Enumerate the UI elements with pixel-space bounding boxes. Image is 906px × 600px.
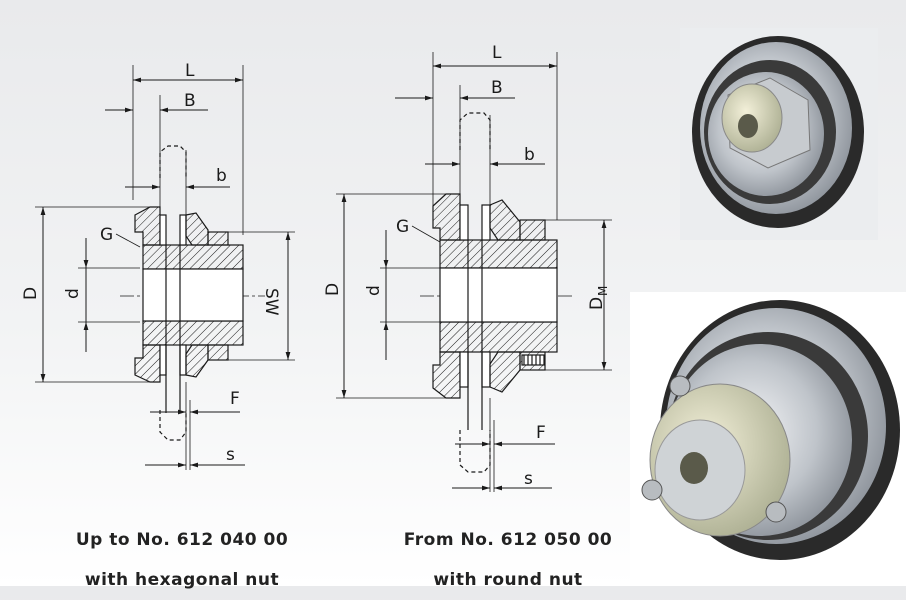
label-b-left: b: [216, 166, 227, 186]
left-coupling-drawing: [35, 65, 295, 470]
label-G-left: G: [100, 225, 113, 245]
label-SW-left: SW: [261, 288, 281, 316]
label-d-right: d: [364, 285, 384, 296]
label-L-left: L: [185, 61, 195, 81]
product-photo-round-nut: [630, 292, 906, 586]
label-d-left: d: [63, 288, 83, 299]
right-dimension-labels: L B b G D d D M F s: [323, 43, 610, 489]
left-caption-line2: with hexagonal nut: [84, 570, 280, 590]
left-caption: Up to No. 612 040 00 with hexagonal nut: [52, 520, 312, 600]
label-B-right: B: [491, 78, 503, 98]
left-caption-line1: Up to No. 612 040 00: [75, 530, 289, 550]
label-B-left: B: [184, 91, 196, 111]
label-F-left: F: [230, 389, 240, 409]
right-caption: From No. 612 050 00 with round nut: [378, 520, 638, 600]
right-coupling-drawing: [336, 52, 612, 492]
label-G-right: G: [396, 217, 409, 237]
label-DM-sub: M: [596, 286, 610, 296]
label-DM-right: D: [587, 297, 607, 310]
label-D-left: D: [21, 287, 41, 300]
label-s-left: s: [226, 445, 235, 465]
left-dimension-labels: L B b G D d SW F s: [21, 61, 281, 465]
label-s-right: s: [524, 469, 533, 489]
product-photo-hex-nut: [680, 28, 878, 240]
label-F-right: F: [536, 423, 546, 443]
right-caption-line1: From No. 612 050 00: [403, 530, 613, 550]
technical-drawing: L B b G D d SW F s: [21, 28, 906, 586]
label-b-right: b: [524, 145, 535, 165]
right-caption-line2: with round nut: [433, 570, 583, 590]
label-D-right: D: [323, 283, 343, 296]
label-L-right: L: [492, 43, 502, 63]
